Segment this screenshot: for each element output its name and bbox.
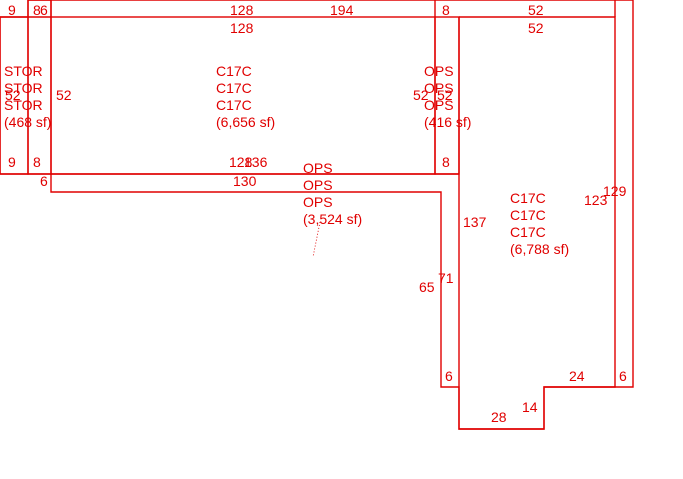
dimension-label: 28: [491, 409, 507, 425]
dimension-label: 52: [528, 2, 544, 18]
room-c17c-right-area: (6,788 sf): [510, 241, 569, 257]
dimension-label: 128: [230, 2, 254, 18]
room-ops-main-label-2: OPS: [303, 177, 333, 193]
room-c17c-top-label-3: C17C: [216, 97, 252, 113]
room-stor-label-1: STOR: [4, 63, 43, 79]
room-c17c-top-label-1: C17C: [216, 63, 252, 79]
dimension-label: 129: [603, 183, 627, 199]
room-c17c-right-label-3: C17C: [510, 224, 546, 240]
room-stor-label-2: STOR: [4, 80, 43, 96]
room-stor-area: (468 sf): [4, 114, 51, 130]
dimension-label: 6: [619, 368, 627, 384]
room-ops-small-label-1: OPS: [424, 63, 454, 79]
dimension-label: 52: [5, 87, 21, 103]
room-c17c-right-label-1: C17C: [510, 190, 546, 206]
dimension-label: 123: [584, 192, 608, 208]
dimension-label: 9: [8, 154, 16, 170]
room-ops-main-label-1: OPS: [303, 160, 333, 176]
room-c17c-top-area: (6,656 sf): [216, 114, 275, 130]
dimension-label: 136: [244, 154, 268, 170]
room-ops-small-area: (416 sf): [424, 114, 471, 130]
dimension-label: 14: [522, 399, 538, 415]
room-c17c-top-label-2: C17C: [216, 80, 252, 96]
room-ops-main-area: (3,524 sf): [303, 211, 362, 227]
dimension-label: 52: [528, 20, 544, 36]
room-ops-main-label-3: OPS: [303, 194, 333, 210]
dimension-label: 8: [442, 2, 450, 18]
room-stor-label-3: STOR: [4, 97, 43, 113]
dimension-label: 130: [233, 173, 257, 189]
dimension-label: 8: [442, 154, 450, 170]
dimension-label: 6: [40, 2, 48, 18]
dimension-label: 128: [230, 20, 254, 36]
dimension-label: 6: [445, 368, 453, 384]
dimension-label: 137: [463, 214, 487, 230]
dimension-label: 9: [8, 2, 16, 18]
dimension-label: 24: [569, 368, 585, 384]
dimension-label: 71: [438, 270, 454, 286]
label-pointer: [312, 221, 321, 258]
dimension-label: 52: [413, 87, 429, 103]
dimension-label: 6: [40, 173, 48, 189]
dimension-label: 194: [330, 2, 354, 18]
dimension-label: 52: [56, 87, 72, 103]
room-ops-small-label-2: OPS: [424, 80, 454, 96]
dimension-label: 8: [33, 154, 41, 170]
room-ops-small-label-3: OPS: [424, 97, 454, 113]
dimension-label: 52: [437, 87, 453, 103]
dimension-label: 65: [419, 279, 435, 295]
room-c17c-right-label-2: C17C: [510, 207, 546, 223]
dimension-label: 8: [33, 2, 41, 18]
dimension-label: 128: [229, 154, 253, 170]
